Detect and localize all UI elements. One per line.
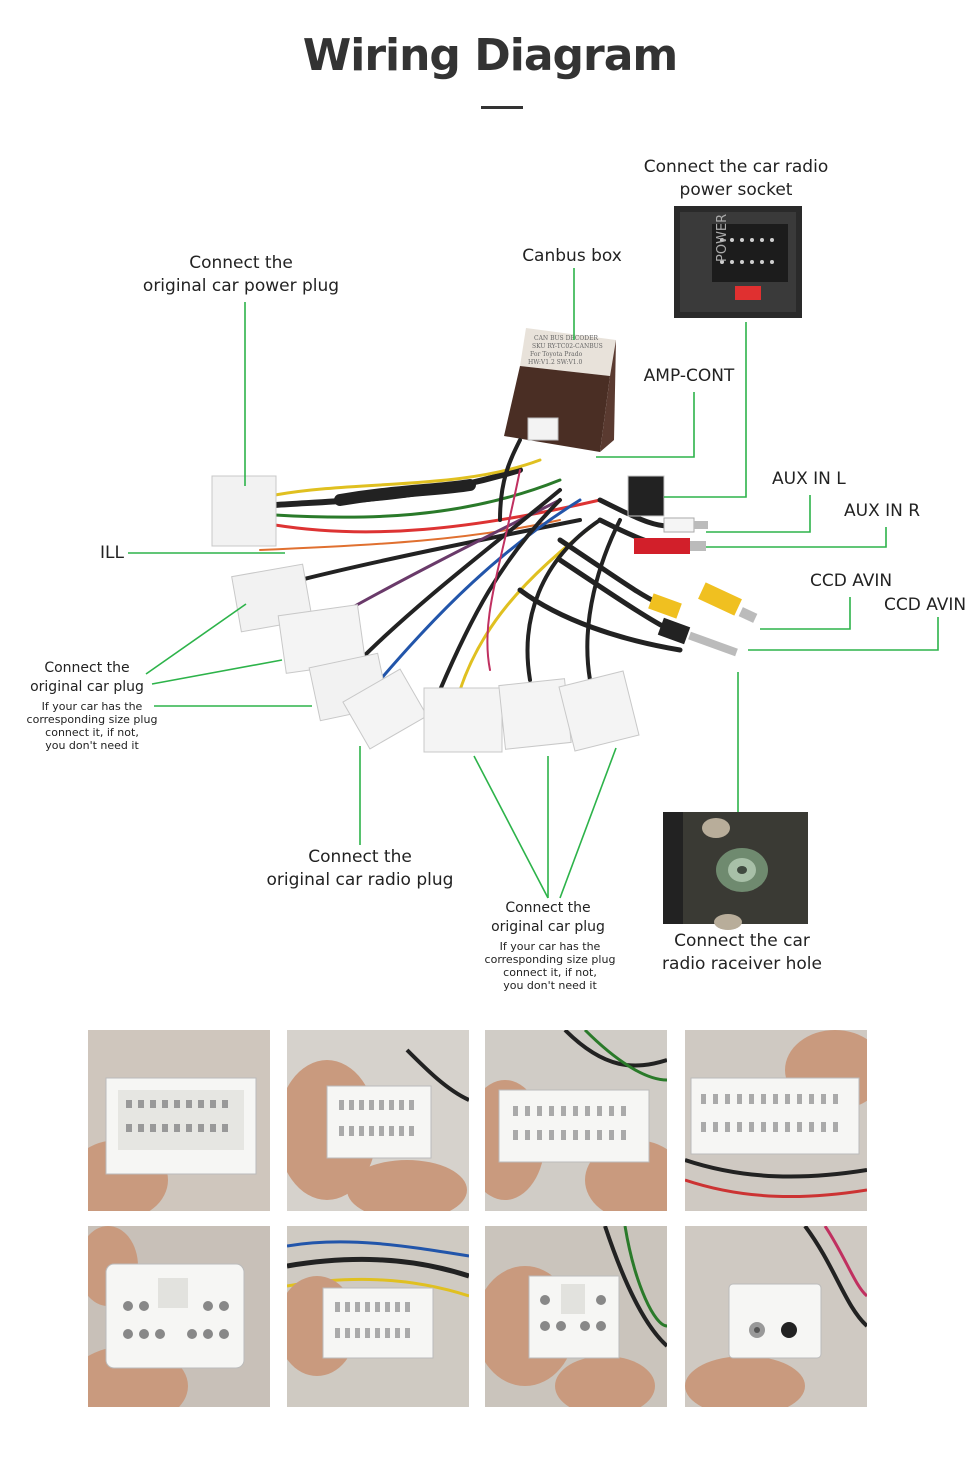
svg-text:CAN BUS DECODER SKU R: CAN BUS DECODER SKU RY-TC02-CANBUS For T… bbox=[528, 335, 605, 366]
page-title: Wiring Diagram bbox=[302, 30, 679, 81]
connector-photo-4 bbox=[685, 1030, 867, 1211]
label-amp-cont: AMP-CONT bbox=[643, 366, 735, 386]
connector-photo-6 bbox=[287, 1226, 469, 1407]
canbus-box: CAN BUS DECODER SKU RY-TC02-CANBUS For T… bbox=[504, 328, 616, 452]
wiring-harness-illustration: POWER CAN BUS DECODER SKU RY-TC02-CANBUS… bbox=[128, 206, 939, 930]
connector-photo-3 bbox=[485, 1030, 667, 1211]
title-underline bbox=[481, 106, 523, 109]
connector-photo-2 bbox=[287, 1030, 469, 1211]
connector-photo-7 bbox=[485, 1226, 667, 1407]
svg-text:POWER: POWER bbox=[715, 214, 730, 262]
label-ill: ILL bbox=[100, 543, 124, 563]
label-ccd-avin-2: CCD AVIN bbox=[884, 595, 967, 615]
receiver-hole-photo bbox=[663, 812, 808, 930]
label-aux-in-l: AUX IN L bbox=[772, 469, 846, 489]
leader-lines bbox=[128, 268, 939, 899]
connector-photo-5 bbox=[88, 1226, 270, 1407]
connector-photo-8 bbox=[685, 1226, 867, 1407]
connector-photo-1 bbox=[88, 1030, 270, 1211]
label-ccd-avin-1: CCD AVIN bbox=[810, 571, 893, 591]
label-aux-in-r: AUX IN R bbox=[844, 501, 921, 521]
power-socket-photo: POWER bbox=[674, 206, 802, 318]
label-canbus-box: Canbus box bbox=[522, 246, 622, 266]
